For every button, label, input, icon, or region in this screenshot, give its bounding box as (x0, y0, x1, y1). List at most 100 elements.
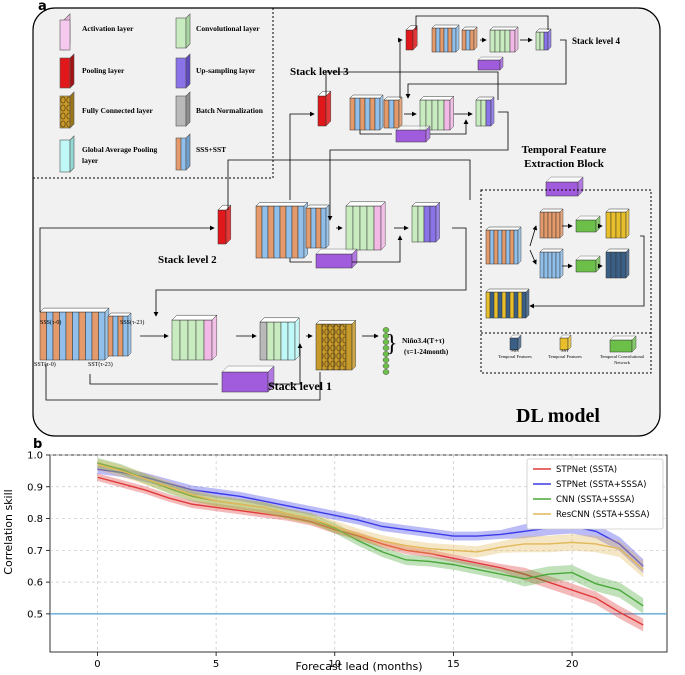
legend-gap-label-2: layer (82, 156, 99, 165)
level2-pooling (217, 204, 232, 245)
temporal-input-stack (485, 226, 522, 265)
level1-conv-block (171, 314, 218, 361)
output-neuron (382, 369, 390, 375)
legend-upsampling-icon (175, 53, 191, 89)
output-neuron (382, 333, 390, 339)
flow-arrow (529, 225, 538, 247)
legend-fc-label: Fully Connected layer (82, 106, 153, 115)
temporal-legend-sss-2: Temporal Features (498, 354, 532, 359)
architecture-diagram (39, 15, 645, 401)
temporal-sst-features (605, 208, 630, 239)
legend-sst-temporal-icon (559, 334, 572, 351)
level2-up-block (411, 201, 441, 243)
flow-arrow (398, 37, 403, 98)
x-tick-label: 5 (213, 659, 219, 670)
x-tick-label: 15 (447, 659, 460, 670)
residual-arrow (89, 374, 218, 385)
output-label-2: (τ=1-24month) (404, 348, 449, 356)
legend-tcn-icon (609, 335, 637, 353)
y-tick-label: 0.7 (27, 546, 43, 557)
y-tick-label: 1.0 (27, 451, 43, 462)
series-band (97, 458, 644, 578)
temporal-output-stack (485, 288, 530, 319)
legend-entry: CNN (SSTA+SSSA) (556, 495, 634, 505)
level2-conv-block (345, 201, 386, 251)
level1-gap-block (259, 317, 300, 361)
level4-input-stack (431, 24, 460, 53)
panel-a-label: a (38, 0, 47, 14)
residual-arrow (289, 258, 312, 263)
x-tick-label: 20 (566, 659, 579, 670)
level2-purple-block (315, 248, 358, 269)
legend-sss-temporal-icon (509, 334, 522, 351)
level4-tail-stack (461, 26, 478, 51)
level4-purple-block (477, 56, 504, 71)
temporal-sss-features (605, 248, 630, 279)
output-neuron (382, 351, 390, 357)
skip-arrow (45, 364, 321, 401)
chart-ylabel: Correlation skill (2, 489, 15, 574)
temporal-legend-tcn-1: Temporal Convolutional (600, 354, 645, 359)
level1-purple-block (221, 365, 275, 393)
legend-bn-label: Batch Normalization (196, 106, 264, 115)
stack-level-1-label: Stack level 1 (268, 379, 332, 393)
flow-arrow (529, 235, 645, 309)
input-sss-sst-stack (39, 307, 110, 361)
series-band (97, 464, 644, 574)
input-tail-stack (107, 312, 132, 357)
series-line (97, 476, 644, 626)
legend-entry: STPNet (SSTA) (556, 465, 617, 475)
level3-pooling (317, 90, 332, 127)
flow-arrow (289, 111, 315, 200)
skip-arrow (227, 159, 471, 210)
x-tick-label: 10 (328, 659, 341, 670)
temporal-legend-sst-1: SST (561, 348, 569, 353)
temporal-tcn-1 (575, 215, 601, 233)
legend-conv-icon (175, 13, 191, 49)
legend-upsampling-label: Up-sampling layer (196, 66, 256, 75)
level3-tail-stack (383, 96, 403, 129)
layer-legend: Activation layer Convolutional layer Poo… (33, 8, 274, 179)
residual-arrow (430, 119, 469, 135)
input-sst-start: SST(τ-0) (34, 361, 56, 368)
temporal-legend-sss-1: SSS (511, 348, 519, 353)
skip-arrow (325, 71, 499, 100)
level4-pooling (405, 25, 418, 51)
output-neuron (382, 327, 390, 333)
legend-pooling-icon (59, 53, 75, 89)
output-neuron (382, 363, 390, 369)
residual-arrow (352, 235, 403, 263)
chart-xlabel: Forecast lead (months) (295, 660, 422, 673)
level3-up-block (475, 96, 495, 127)
legend-entry: STPNet (SSTA+SSSA) (556, 480, 646, 490)
stack-level-3-label: Stack level 3 (290, 66, 349, 78)
series-band (97, 457, 644, 614)
level3-purple-block (395, 125, 431, 143)
x-tick-label: 0 (94, 659, 100, 670)
output-neuron (382, 345, 390, 351)
level2-input-stack (255, 201, 309, 259)
level4-conv-block (489, 26, 519, 53)
residual-arrow (359, 130, 392, 135)
panel-b-label: b (33, 437, 42, 452)
output-neuron (382, 357, 390, 363)
legend-pooling-label: Pooling layer (82, 66, 125, 75)
temporal-block-title-1: Temporal Feature (522, 144, 607, 156)
temporal-block-title-2: Extraction Block (524, 158, 605, 170)
level2-tail-stack (305, 204, 330, 249)
chart-legend: STPNet (SSTA) STPNet (SSTA+SSSA) CNN (SSTA… (526, 458, 664, 530)
temporal-tcn-2 (575, 255, 601, 273)
y-tick-label: 0.5 (27, 609, 43, 620)
stack-level-2-label: Stack level 2 (158, 254, 217, 266)
temporal-purple-block (545, 176, 584, 197)
series-line (97, 463, 644, 570)
legend-activation-icon (59, 13, 71, 51)
temporal-block-frame (480, 189, 652, 374)
legend-bn-icon (175, 91, 191, 127)
temporal-legend-tcn-2: Network (614, 360, 630, 365)
output-label-1: Niño3.4(T+τ) (402, 336, 445, 345)
flow-arrow (39, 225, 215, 312)
legend-sss-sst-icon (175, 133, 191, 171)
series-line (97, 462, 644, 607)
